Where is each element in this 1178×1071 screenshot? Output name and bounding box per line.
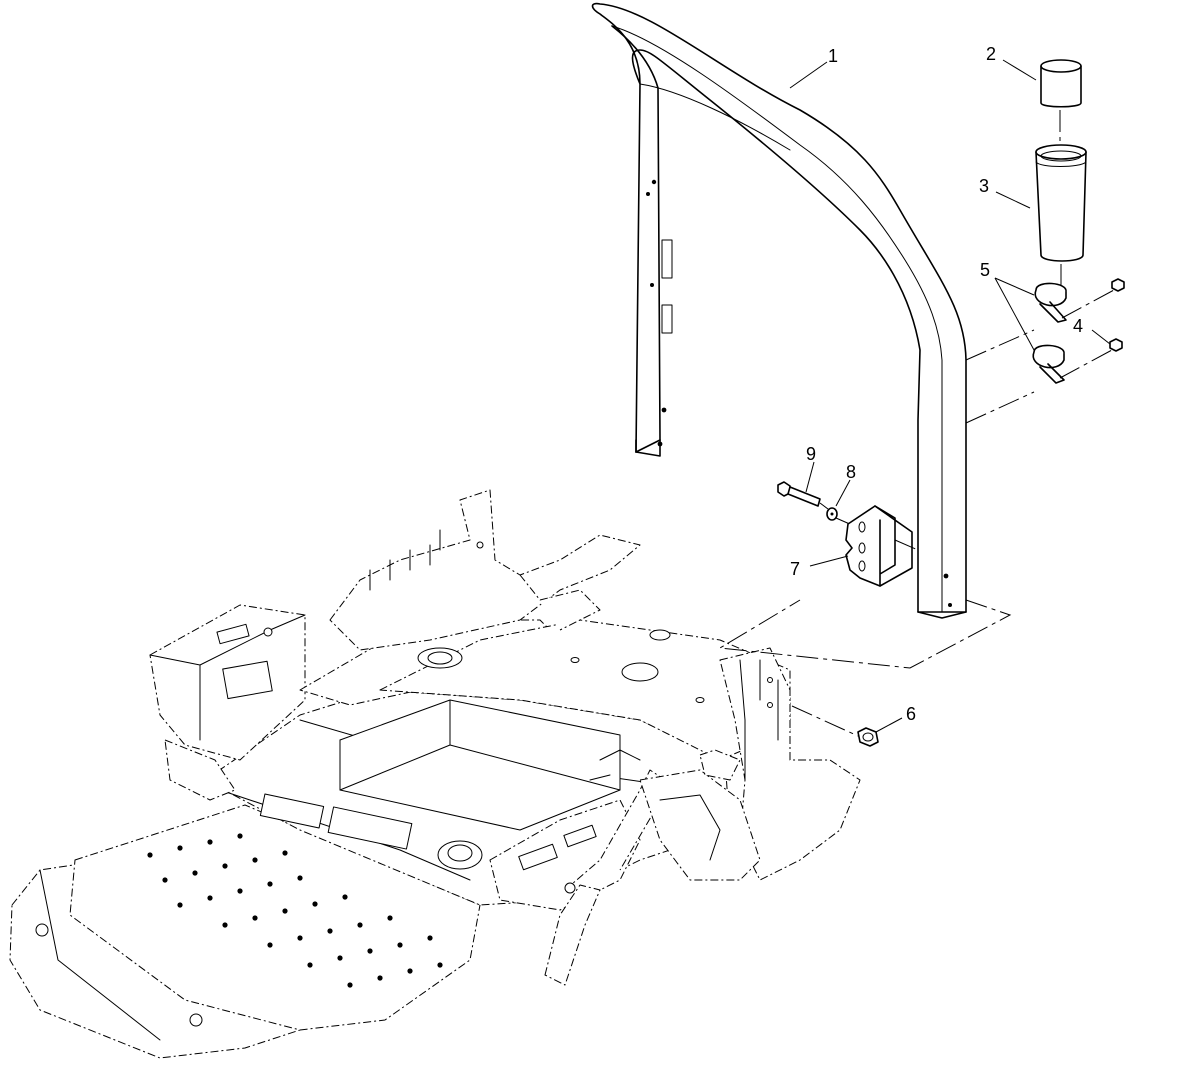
- lock-nut-upper: [1111, 278, 1125, 292]
- leader-2: [1002, 59, 1037, 81]
- callout-1: 1: [828, 46, 838, 66]
- mower-frame: [9, 489, 861, 1059]
- bolt: [777, 481, 821, 507]
- callout-7: 7: [790, 559, 800, 579]
- callout-3: 3: [979, 176, 989, 196]
- tube-clamp-lower: [1032, 344, 1065, 384]
- mount-locator: [718, 599, 1012, 669]
- flange-nut: [857, 727, 879, 747]
- leader-8: [835, 479, 851, 507]
- foot-deck-holes: [147, 833, 443, 988]
- left-upright-plate: [329, 489, 641, 651]
- manual-tube: [1035, 144, 1087, 262]
- lock-nut-lower: [1109, 338, 1123, 352]
- callout-2: 2: [986, 44, 996, 64]
- tube-cap: [1040, 59, 1082, 108]
- roll-bar-tube: [591, 2, 967, 613]
- leader-9: [805, 461, 815, 493]
- tube-clamp-upper: [1034, 282, 1067, 323]
- callout-4: 4: [1073, 316, 1083, 336]
- callout-9: 9: [806, 444, 816, 464]
- leader-1: [789, 61, 828, 89]
- leader-lines: [789, 59, 1111, 733]
- leader-5b: [994, 277, 1035, 351]
- control-lever: [544, 884, 601, 986]
- washer: [826, 507, 838, 521]
- callout-5: 5: [980, 260, 990, 280]
- engine-mount-hole: [621, 662, 659, 682]
- callout-8: 8: [846, 462, 856, 482]
- callouts: 1 2 3 4 5 6 7 8 9: [790, 44, 1083, 724]
- leader-3: [995, 191, 1031, 209]
- right-side-box: [489, 799, 641, 911]
- leader-6: [875, 717, 903, 733]
- roll-bar: [591, 2, 967, 619]
- rear-wheel-housing: [639, 769, 761, 881]
- callout-6: 6: [906, 704, 916, 724]
- leader-5a: [994, 277, 1035, 296]
- leader-4: [1091, 329, 1111, 345]
- engine-plate: [379, 619, 791, 761]
- leader-7: [809, 555, 849, 567]
- mount-bracket: [845, 505, 913, 587]
